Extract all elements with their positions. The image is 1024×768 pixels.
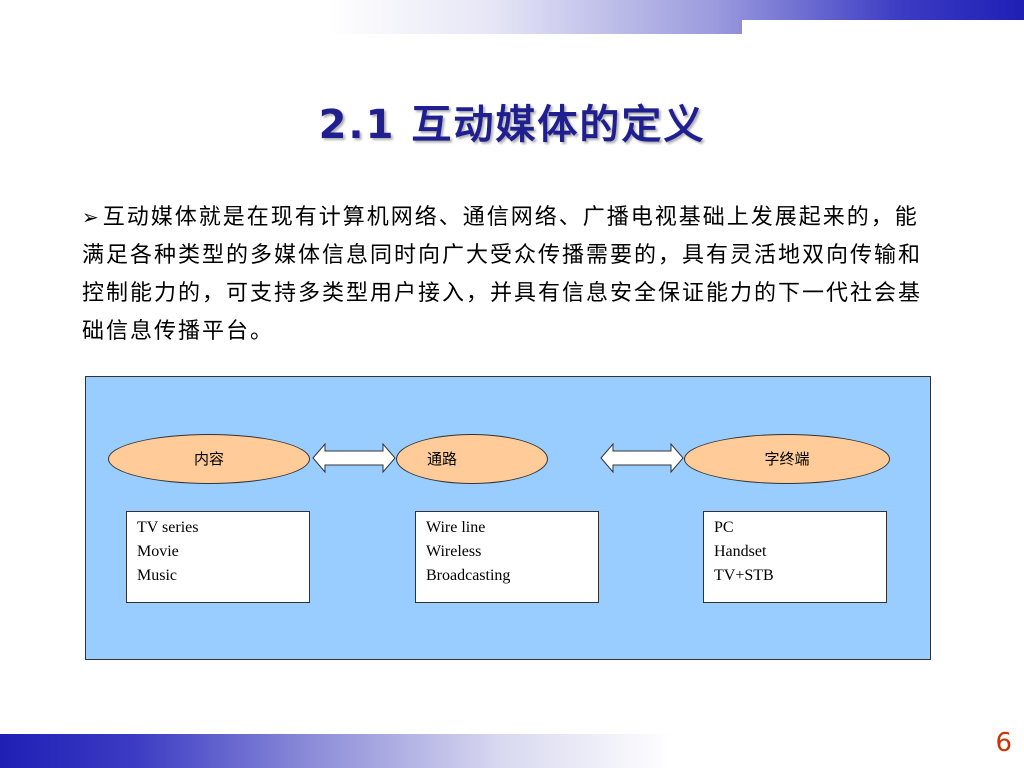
list-item: PC — [714, 519, 734, 536]
channel-items-box: Wire line Wireless Broadcasting — [415, 511, 599, 603]
node-label-terminal: 字终端 — [764, 450, 810, 468]
list-item: Movie — [137, 543, 179, 560]
node-label-content: 内容 — [193, 450, 224, 468]
bottom-decorative-band — [0, 734, 960, 768]
bullet-paragraph: ➢互动媒体就是在现有计算机网络、通信网络、广播电视基础上发展起来的，能满足各种类… — [82, 198, 928, 378]
list-item: Handset — [714, 543, 767, 560]
node-oval-terminal: 字终端 — [684, 434, 890, 484]
list-item: Wireless — [426, 543, 482, 560]
content-items-box: TV series Movie Music — [126, 511, 310, 603]
page-number: 6 — [995, 728, 1012, 758]
double-arrow-icon — [600, 443, 684, 473]
interactive-media-diagram: 内容 通路 字终端 TV series Movie Music Wire lin… — [85, 376, 931, 660]
top-band-notch — [742, 20, 1024, 34]
list-item: TV series — [137, 519, 199, 536]
list-item: Broadcasting — [426, 567, 511, 584]
terminal-items-box: PC Handset TV+STB — [703, 511, 887, 603]
node-label-channel: 通路 — [427, 450, 458, 468]
bullet-text: 互动媒体就是在现有计算机网络、通信网络、广播电视基础上发展起来的，能满足各种类型… — [82, 205, 923, 344]
list-item: TV+STB — [714, 567, 774, 584]
list-item: Music — [137, 567, 177, 584]
list-item: Wire line — [426, 519, 486, 536]
bullet-arrow-icon: ➢ — [82, 205, 101, 229]
slide-title: 2.1 互动媒体的定义 — [318, 102, 706, 148]
node-oval-content: 内容 — [108, 434, 310, 484]
double-arrow-icon — [312, 443, 396, 473]
node-oval-channel: 通路 — [396, 434, 548, 484]
